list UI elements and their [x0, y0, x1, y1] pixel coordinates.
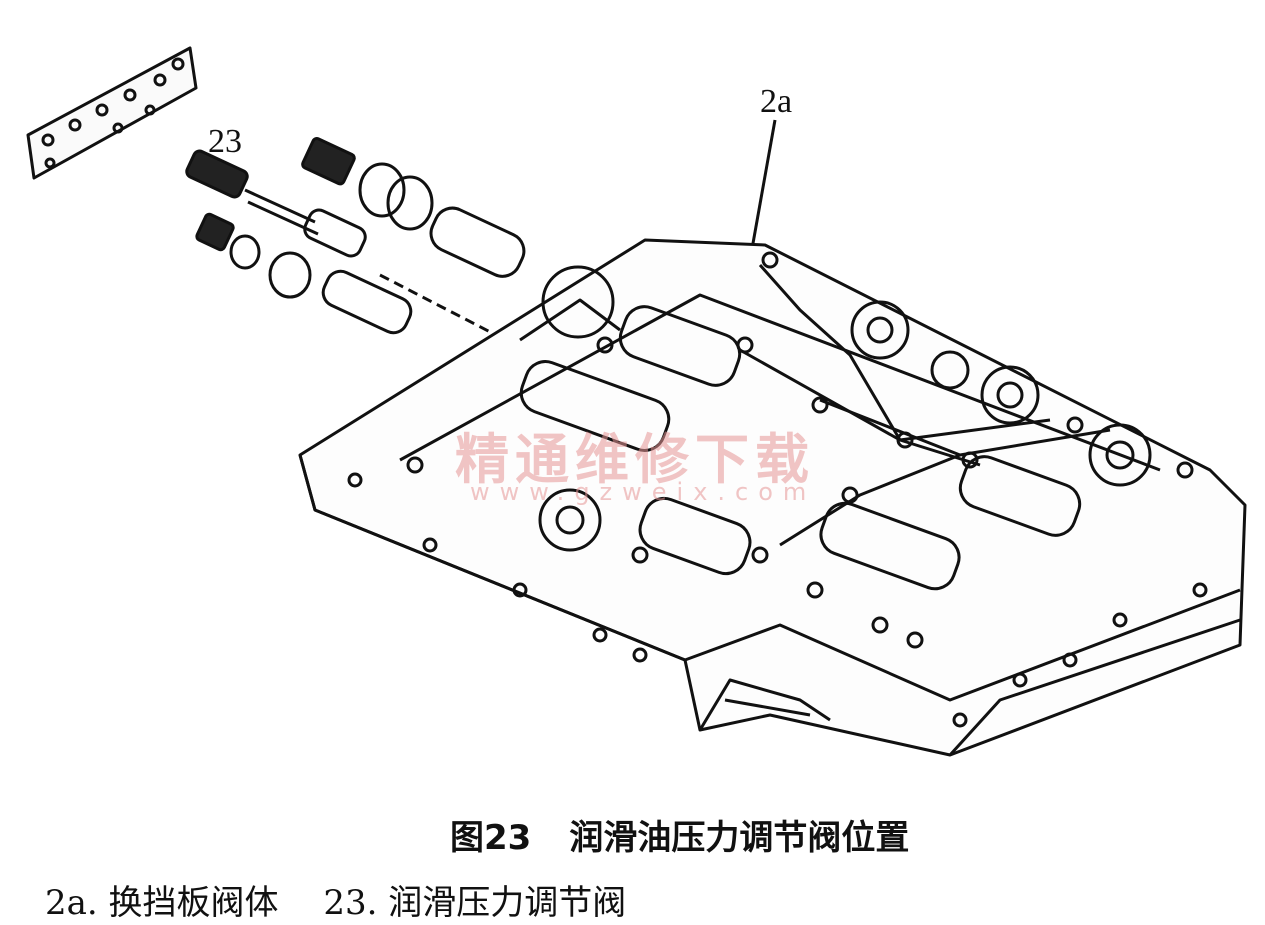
watermark-url: www.gzweix.com: [470, 478, 817, 506]
valve-body: [298, 238, 1247, 757]
valve-23-spool-lower: [195, 212, 413, 335]
figure-title: 润滑油压力调节阀位置: [569, 818, 910, 858]
legend-text: 润滑压力调节阀: [388, 883, 627, 923]
legend-item: 2a. 换挡板阀体: [45, 883, 279, 923]
legend-key: 2a.: [45, 883, 98, 923]
figure-legend: 2a. 换挡板阀体 23. 润滑压力调节阀: [45, 875, 660, 924]
legend-text: 换挡板阀体: [108, 883, 279, 923]
figure-caption: 图23 润滑油压力调节阀位置: [450, 810, 909, 859]
callout-label-2a: 2a: [760, 83, 793, 120]
shift-valve-spool: [301, 137, 526, 278]
figure-number: 图23: [450, 818, 532, 858]
cover-plate: [26, 46, 198, 180]
exploded-view-drawing: [26, 46, 1247, 757]
callout-label-23: 23: [208, 123, 242, 160]
watermark-text: 精通维修下载: [455, 427, 815, 491]
legend-key: 23.: [323, 883, 378, 923]
legend-item: 23. 润滑压力调节阀: [323, 883, 626, 923]
valve-23-spool-upper: [185, 149, 367, 258]
